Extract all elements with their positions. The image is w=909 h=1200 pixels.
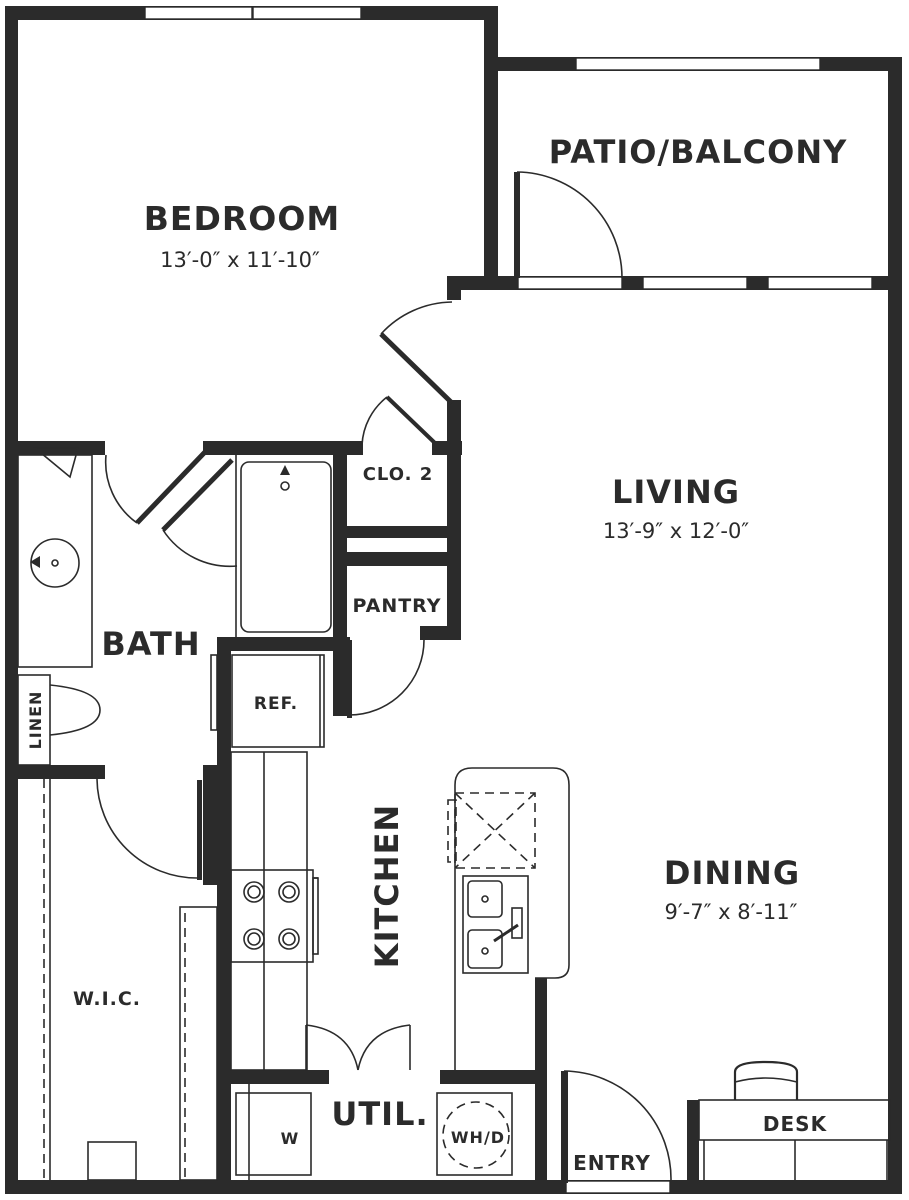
linen-label: LINEN: [26, 691, 45, 750]
windows: [144, 6, 873, 1194]
refrigerator-label: REF.: [254, 694, 298, 714]
kitchen-sink-icon: [462, 875, 529, 974]
dishwasher-icon: [454, 792, 536, 869]
toilet-icon: [49, 684, 101, 736]
patio-label: PATIO/BALCONY: [549, 133, 848, 171]
washer-icon: [235, 1092, 312, 1176]
living-label: LIVING: [612, 473, 740, 511]
wic-label: W.I.C.: [73, 988, 141, 1010]
chair-icon: [733, 1060, 799, 1100]
desk-label: DESK: [763, 1112, 828, 1136]
stove-icon: [230, 869, 314, 963]
water-heater-dryer-icon: [436, 1092, 513, 1176]
living-dimensions: 13′-9″ x 12′-0″: [603, 519, 749, 543]
fixtures: [17, 447, 891, 1181]
closet2-label: CLO. 2: [363, 464, 434, 485]
walls: [5, 6, 902, 1194]
kitchen-label: KITCHEN: [368, 804, 406, 968]
room-labels: BEDROOM 13′-0″ x 11′-10″ PATIO/BALCONY L…: [26, 133, 848, 1175]
washer-label: W: [281, 1129, 300, 1148]
entry-label: ENTRY: [573, 1151, 651, 1175]
bedroom-label: BEDROOM: [144, 199, 340, 238]
pantry-label: PANTRY: [352, 595, 441, 617]
dining-dimensions: 9′-7″ x 8′-11″: [665, 900, 798, 924]
water-heater-dryer-label: WH/D: [451, 1128, 505, 1147]
bedroom-dimensions: 13′-0″ x 11′-10″: [160, 248, 320, 272]
bath-label: BATH: [101, 625, 200, 663]
utility-label: UTIL.: [331, 1095, 428, 1133]
doors: [96, 171, 672, 1183]
sink-icon: [30, 538, 80, 588]
dining-label: DINING: [664, 854, 800, 892]
tub-faucet-icon: [280, 465, 290, 475]
